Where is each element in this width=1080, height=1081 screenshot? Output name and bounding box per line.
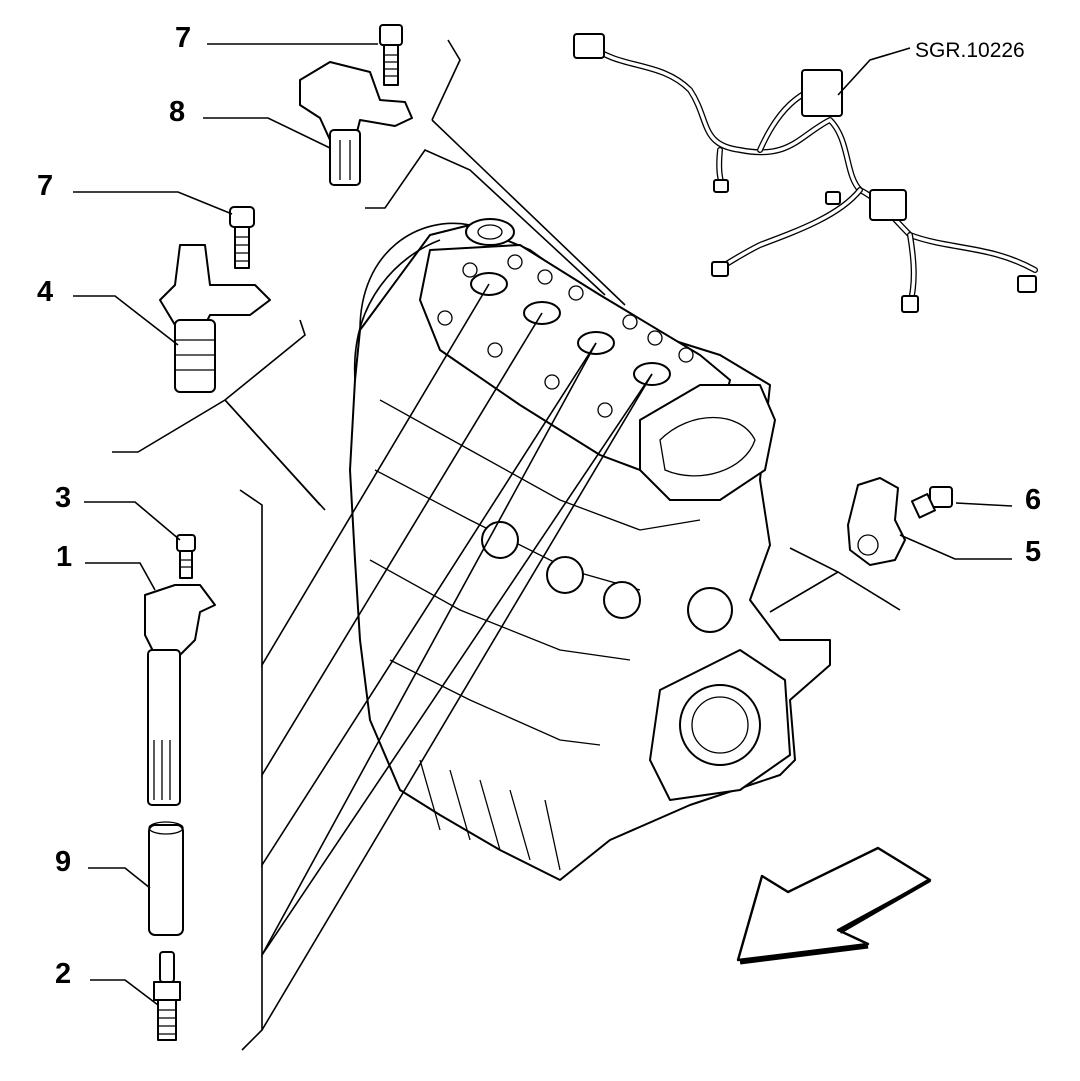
callout-2: 2 <box>55 958 72 990</box>
part-7-screw-top <box>379 24 403 86</box>
part-9-sleeve <box>148 821 184 936</box>
head-bolts <box>437 254 694 418</box>
reference-code: SGR.10226 <box>915 39 1025 62</box>
oil-filler-neck <box>465 218 515 246</box>
part-4-crankshaft-sensor <box>159 244 271 393</box>
part-5-knock-sensor <box>847 477 906 566</box>
callout-3: 3 <box>55 482 72 514</box>
callout-1: 1 <box>56 541 73 573</box>
part-3-screw <box>176 534 196 579</box>
callout-5: 5 <box>1025 536 1042 568</box>
part-1-ignition-coil <box>144 584 216 806</box>
part-7-screw-second <box>229 206 255 269</box>
engine-block <box>349 218 831 881</box>
part-2-spark-plug <box>153 951 181 1041</box>
leader-lines <box>73 39 1013 1051</box>
part-8-camshaft-sensor <box>299 61 413 186</box>
callout-6: 6 <box>1025 484 1042 516</box>
direction-arrow <box>736 846 932 962</box>
callout-7-second: 7 <box>37 170 54 202</box>
wiring-harness <box>573 33 1038 313</box>
callout-7-top: 7 <box>175 22 192 54</box>
callout-9: 9 <box>55 846 72 878</box>
part-6-bolt <box>910 486 953 519</box>
callout-4: 4 <box>37 276 54 308</box>
callout-8: 8 <box>169 96 186 128</box>
cam-cover-housing <box>639 384 776 501</box>
